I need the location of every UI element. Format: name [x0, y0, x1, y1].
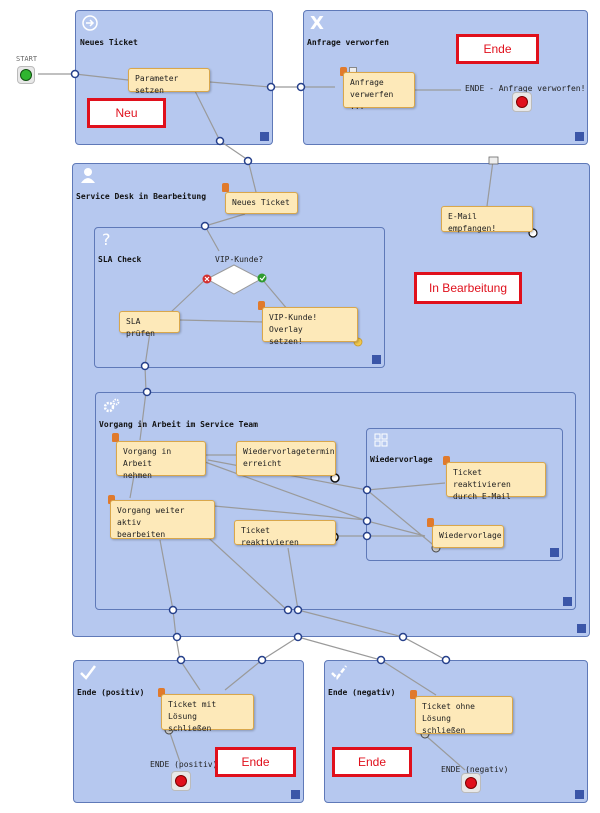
task-parameter-setzen[interactable]: Parameter setzen — [128, 68, 210, 95]
task-ticket-ohne-loesung[interactable]: Ticket ohne Lösung schließen — [415, 696, 513, 735]
resize-handle[interactable] — [577, 624, 586, 633]
user-task-icon — [112, 433, 119, 442]
task-sla-pruefen[interactable]: SLA prüfen — [119, 311, 180, 338]
resize-handle[interactable] — [260, 132, 269, 141]
container-title: Vorgang in Arbeit im Service Team — [99, 420, 258, 429]
annotation-in-bearbeitung: In Bearbeitung — [414, 272, 522, 304]
task-ticket-reaktivieren-email[interactable]: Ticket reaktivieren durch E-Mail — [446, 462, 546, 501]
task-wiedervorlagetermin[interactable]: Wiedervorlagetermin erreicht — [236, 441, 336, 476]
resize-handle[interactable] — [563, 597, 572, 606]
gear-icon — [102, 398, 120, 416]
user-task-icon — [443, 456, 450, 465]
broken-check-icon — [331, 664, 347, 682]
end-label-negativ: ENDE (negativ) — [441, 765, 509, 774]
start-event[interactable] — [17, 66, 35, 84]
container-title: Ende (negativ) — [328, 688, 396, 697]
x-icon: X — [310, 13, 324, 34]
user-task-icon — [410, 690, 417, 699]
task-ticket-mit-loesung[interactable]: Ticket mit Lösung schließen — [161, 694, 254, 733]
resize-handle[interactable] — [575, 790, 584, 799]
gateway-label: VIP-Kunde? — [215, 255, 264, 264]
container-title: Ende (positiv) — [77, 688, 145, 697]
container-title: SLA Check — [98, 255, 142, 264]
container-title: Wiedervorlage — [370, 455, 433, 464]
task-vorgang-weiter[interactable]: Vorgang weiter aktiv bearbeiten — [110, 500, 215, 539]
annotation-ende-top: Ende — [456, 34, 539, 64]
user-task-icon — [108, 495, 115, 504]
annotation-ende-positiv: Ende — [215, 747, 296, 777]
annotation-neu: Neu — [87, 98, 166, 128]
container-title: Service Desk in Bearbeitung — [76, 192, 207, 201]
user-task-icon — [258, 301, 265, 310]
resize-handle[interactable] — [550, 548, 559, 557]
end-event-anfrage[interactable] — [512, 92, 532, 112]
end-label-positiv: ENDE (positiv) — [150, 760, 218, 769]
user-task-icon — [222, 183, 229, 192]
container-sla-check[interactable]: ? SLA Check — [94, 227, 385, 368]
resize-handle[interactable] — [291, 790, 300, 799]
user-task-icon — [340, 67, 347, 76]
start-label: START — [16, 55, 38, 63]
arrow-circle-icon — [82, 15, 98, 33]
resize-handle[interactable] — [372, 355, 381, 364]
task-anfrage-verwerfen[interactable]: Anfrage verwerfen ... — [343, 72, 415, 111]
user-task-icon — [427, 518, 434, 527]
grid-icon — [374, 433, 388, 449]
end-event-positiv[interactable] — [171, 771, 191, 791]
question-icon: ? — [102, 230, 111, 249]
person-icon — [80, 167, 96, 185]
task-email-empfangen[interactable]: E-Mail empfangen! — [441, 206, 533, 233]
container-title: Anfrage verworfen — [307, 38, 389, 47]
container-title: Neues Ticket — [80, 38, 138, 47]
user-task-icon — [158, 688, 165, 697]
task-wiedervorlage[interactable]: Wiedervorlage — [432, 525, 504, 548]
resize-handle[interactable] — [575, 132, 584, 141]
task-neues-ticket[interactable]: Neues Ticket — [225, 192, 298, 214]
end-label-anfrage: ENDE - Anfrage verworfen! — [465, 84, 586, 93]
task-vorgang-annehmen[interactable]: Vorgang in Arbeit nehmen — [116, 441, 206, 480]
end-event-negativ[interactable] — [461, 773, 481, 793]
task-ticket-reaktivieren[interactable]: Ticket reaktivieren — [234, 520, 336, 547]
annotation-ende-negativ: Ende — [332, 747, 412, 777]
check-icon — [80, 664, 96, 682]
task-vip-overlay[interactable]: VIP-Kunde! Overlay setzen! — [262, 307, 358, 346]
